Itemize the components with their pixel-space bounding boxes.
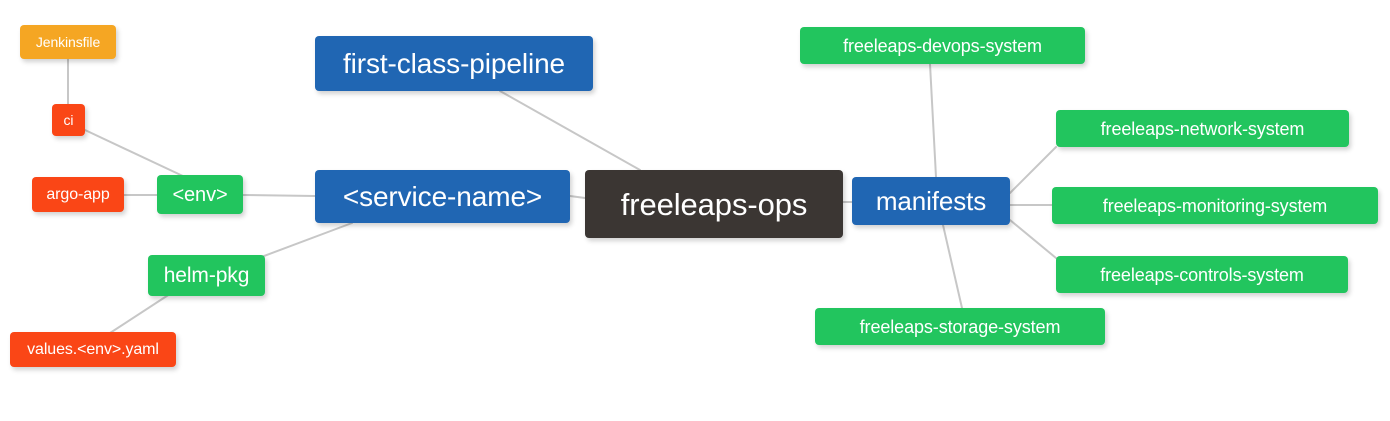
edge-first-class-pipeline-to-freeleaps-ops bbox=[499, 90, 641, 171]
edge-helm-pkg-to-values-env-yaml bbox=[109, 289, 177, 334]
node-argo-app[interactable]: argo-app bbox=[32, 177, 124, 212]
node-env[interactable]: <env> bbox=[157, 175, 243, 214]
node-values-env-yaml[interactable]: values.<env>.yaml bbox=[10, 332, 176, 367]
node-freeleaps-storage-system[interactable]: freeleaps-storage-system bbox=[815, 308, 1105, 345]
node-helm-pkg[interactable]: helm-pkg bbox=[148, 255, 265, 296]
node-freeleaps-devops-system[interactable]: freeleaps-devops-system bbox=[800, 27, 1085, 64]
edge-manifests-to-freeleaps-network-system bbox=[1009, 146, 1057, 194]
edge-env-to-service-name bbox=[242, 194, 316, 197]
edge-manifests-to-freeleaps-controls-system bbox=[1009, 219, 1057, 259]
node-manifests[interactable]: manifests bbox=[852, 177, 1010, 225]
node-ci[interactable]: ci bbox=[52, 104, 85, 136]
edge-service-name-to-freeleaps-ops bbox=[569, 195, 586, 199]
node-first-class-pipeline[interactable]: first-class-pipeline bbox=[315, 36, 593, 91]
node-service-name[interactable]: <service-name> bbox=[315, 170, 570, 223]
node-freeleaps-ops[interactable]: freeleaps-ops bbox=[585, 170, 843, 238]
edge-manifests-to-freeleaps-devops-system bbox=[929, 63, 937, 178]
node-freeleaps-monitoring-system[interactable]: freeleaps-monitoring-system bbox=[1052, 187, 1378, 224]
edge-ci-to-env bbox=[84, 129, 186, 178]
node-jenkinsfile[interactable]: Jenkinsfile bbox=[20, 25, 116, 59]
node-freeleaps-network-system[interactable]: freeleaps-network-system bbox=[1056, 110, 1349, 147]
node-freeleaps-controls-system[interactable]: freeleaps-controls-system bbox=[1056, 256, 1348, 293]
edge-manifests-to-freeleaps-storage-system bbox=[942, 224, 963, 309]
